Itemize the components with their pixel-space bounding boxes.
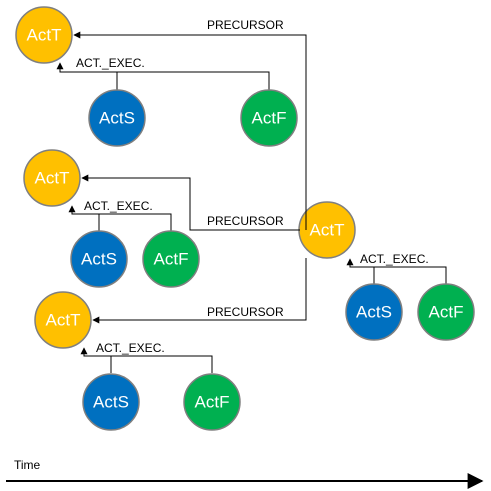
act-f-node-4[interactable] [417,283,475,341]
act-exec-arrow-3 [80,347,111,357]
act-f-node-1[interactable] [240,89,298,147]
act-exec-edge-1 [116,71,270,90]
act-exec-arrow-2 [68,205,99,215]
act-f-node-2[interactable] [142,230,200,288]
act-s-label-4: ActS [356,303,392,322]
act-t-label-1: ActT [27,26,62,45]
precursor-links: PRECURSOR PRECURSOR PRECURSOR [73,18,307,324]
act-exec-label-4: ACT._EXEC. [360,252,429,266]
act-s-node-3[interactable] [82,373,140,431]
act-f-node-3[interactable] [183,373,241,431]
act-s-node-2[interactable] [70,230,128,288]
act-f-label-3: ActF [195,393,230,412]
act-f-label-4: ActF [429,303,464,322]
precursor-label-1: PRECURSOR [207,18,284,32]
act-exec-edge-3 [110,355,213,373]
act-t-node-3[interactable] [34,291,92,349]
group-3: ACT._EXEC. ActT ActS ActF [34,291,241,431]
precursor-label-3: PRECURSOR [207,305,284,319]
act-exec-arrow-1 [56,62,117,73]
act-exec-edge-2 [98,213,172,232]
act-f-label-2: ActF [154,250,189,269]
act-t-label-3: ActT [46,311,81,330]
act-s-node-1[interactable] [88,89,146,147]
act-s-label-1: ActS [99,109,135,128]
time-axis: Time [6,458,484,489]
act-s-node-4[interactable] [345,283,403,341]
group-4: ACT._EXEC. ActT ActS ActF [298,201,475,341]
act-t-node-1[interactable] [15,6,73,64]
group-2: ACT._EXEC. ActT ActS ActF [23,149,200,288]
group-1: ACT._EXEC. ActT ActS ActF [15,6,298,147]
act-f-label-1: ActF [252,109,287,128]
act-t-node-2[interactable] [23,149,81,207]
act-t-label-4: ActT [310,221,345,240]
act-exec-label-1: ACT._EXEC. [76,56,145,70]
act-exec-arrow-4 [346,258,374,268]
precursor-edge-1 [73,31,307,230]
act-exec-edge-4 [373,266,447,284]
precursor-edge-2 [81,174,300,231]
time-label: Time [14,458,41,472]
act-s-label-2: ActS [81,250,117,269]
act-s-label-3: ActS [93,393,129,412]
precursor-edge-3 [92,258,307,324]
act-exec-label-3: ACT._EXEC. [96,341,165,355]
act-t-label-2: ActT [35,169,70,188]
act-exec-label-2: ACT._EXEC. [84,199,153,213]
precursor-label-2: PRECURSOR [207,214,284,228]
